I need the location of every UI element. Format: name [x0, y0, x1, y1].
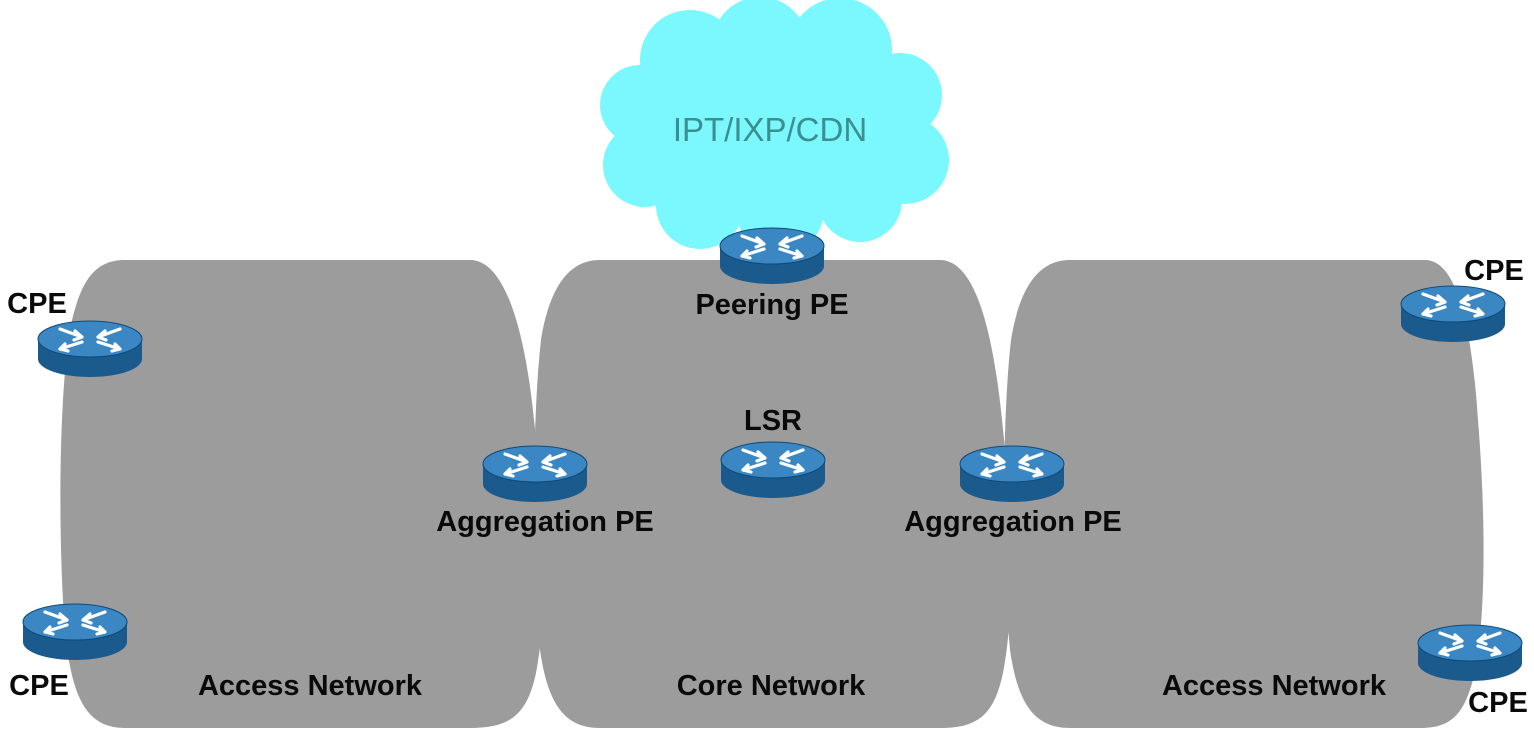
cloud-icon: IPT/IXP/CDN [600, 0, 949, 254]
cpe-right-top-label: CPE [1464, 255, 1524, 287]
router-icon-cpe-left-top[interactable] [36, 319, 144, 379]
lsr-label: LSR [744, 405, 802, 437]
router-icon-aggregation-pe-left[interactable] [481, 444, 589, 504]
router-icon-peering-pe[interactable] [718, 226, 826, 286]
access-network-right-label: Access Network [1162, 670, 1387, 702]
segment-access-right: Access Network [1004, 260, 1484, 728]
core-network-label: Core Network [677, 670, 866, 702]
aggregation-pe-left-label: Aggregation PE [436, 506, 654, 538]
aggregation-pe-right-label: Aggregation PE [904, 506, 1122, 538]
cpe-right-bottom-label: CPE [1468, 687, 1528, 719]
router-icon-aggregation-pe-right[interactable] [958, 444, 1066, 504]
router-icon-cpe-left-bottom[interactable] [21, 602, 129, 662]
cpe-left-bottom-label: CPE [9, 670, 69, 702]
segment-access-left: Access Network [60, 260, 545, 728]
router-icon-cpe-right-bottom[interactable] [1416, 623, 1524, 683]
cloud-label: IPT/IXP/CDN [673, 111, 867, 148]
access-network-left-label: Access Network [198, 670, 423, 702]
router-icon-lsr[interactable] [719, 440, 827, 500]
cpe-left-top-label: CPE [7, 288, 67, 320]
peering-pe-label: Peering PE [695, 289, 848, 321]
router-icon-cpe-right-top[interactable] [1399, 284, 1507, 344]
